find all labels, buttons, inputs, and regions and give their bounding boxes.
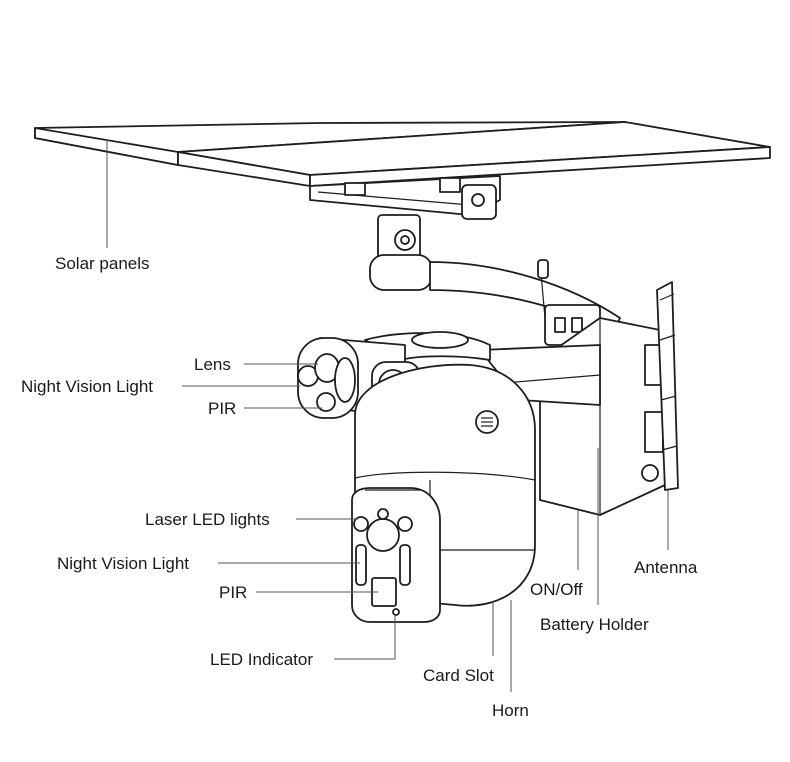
label-night-vision-light-top: Night Vision Light [21, 377, 153, 396]
solar-panels-drawing [34, 121, 771, 220]
label-battery-holder: Battery Holder [540, 615, 649, 634]
label-horn: Horn [492, 701, 529, 720]
lower-camera-drawing [351, 487, 441, 623]
label-laser-led-lights: Laser LED lights [145, 510, 270, 529]
label-card-slot: Card Slot [423, 666, 494, 685]
label-lens: Lens [194, 355, 231, 374]
mount-bracket-drawing [369, 214, 621, 346]
label-antenna: Antenna [634, 558, 698, 577]
label-night-vision-light-bottom: Night Vision Light [57, 554, 189, 573]
label-led-indicator: LED Indicator [210, 650, 313, 669]
label-pir-top: PIR [208, 399, 236, 418]
label-solar-panels: Solar panels [55, 254, 150, 273]
label-pir-bottom: PIR [219, 583, 247, 602]
label-on-off: ON/Off [530, 580, 583, 599]
leader-lines [106, 140, 669, 692]
